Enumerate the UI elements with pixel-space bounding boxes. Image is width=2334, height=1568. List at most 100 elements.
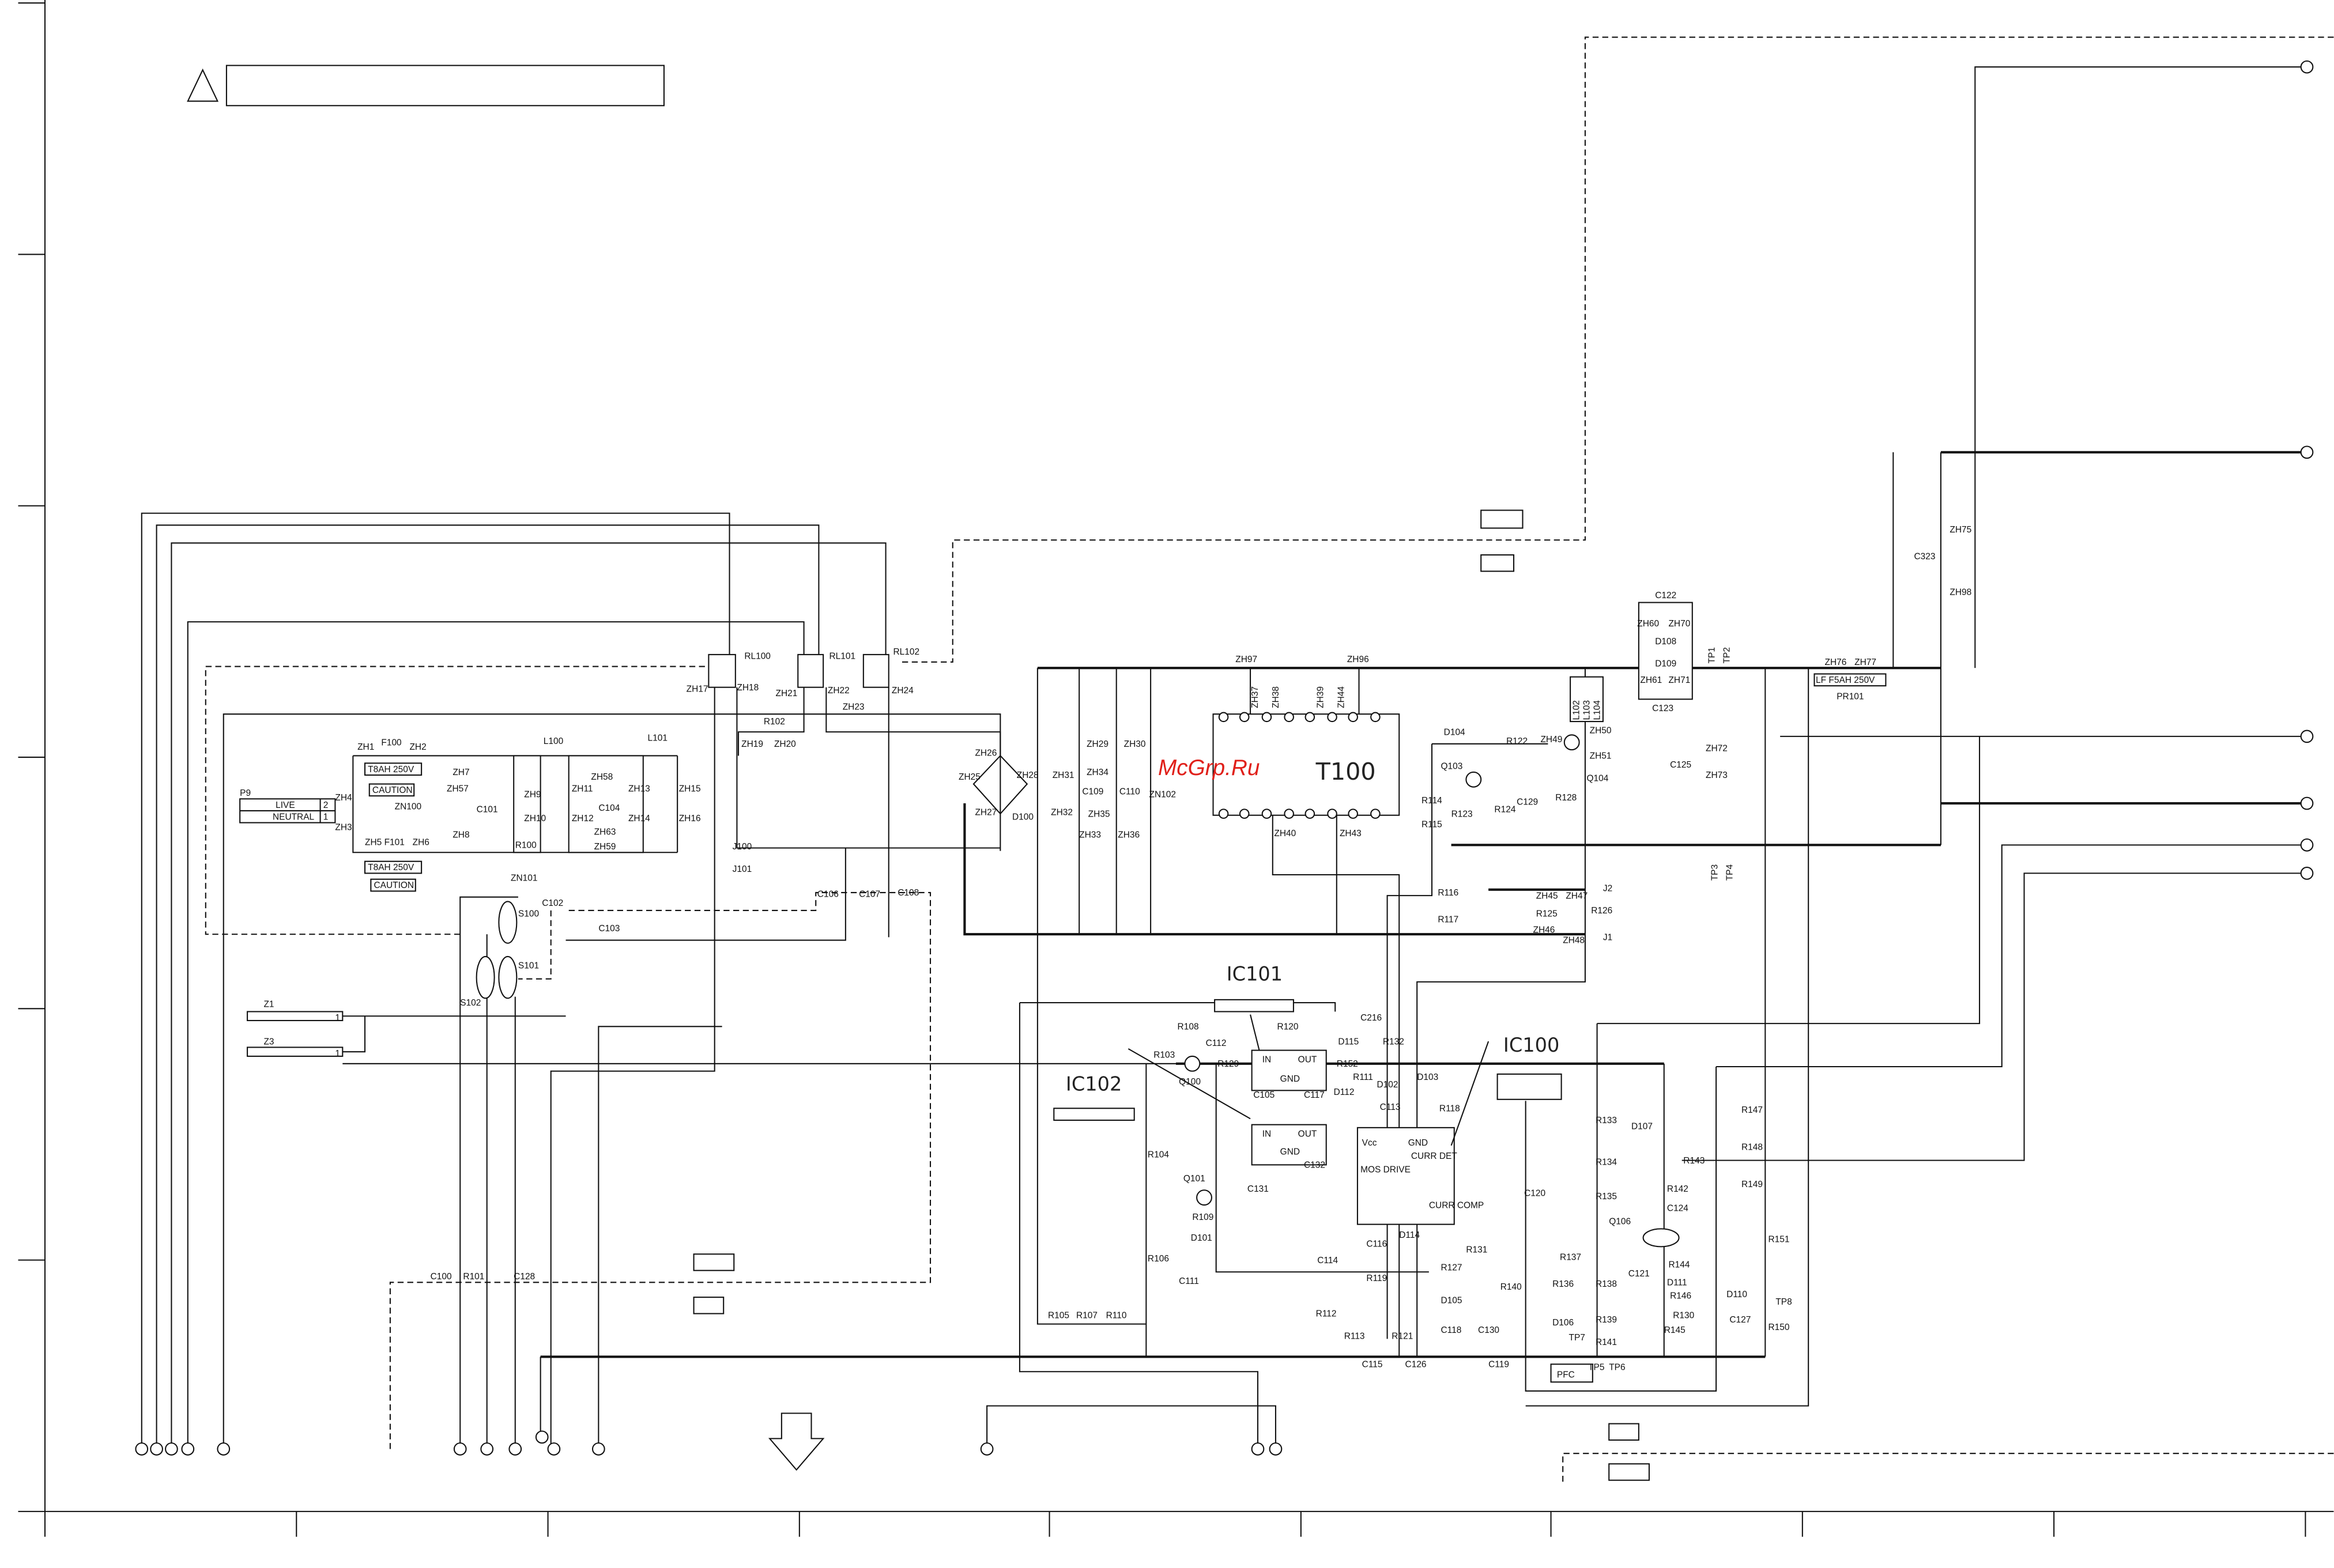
label-d115: D115 xyxy=(1338,1037,1359,1046)
terminal xyxy=(217,1442,231,1456)
label-l104: L104 xyxy=(1593,700,1602,720)
label-lf: LF F5AH 250V xyxy=(1816,675,1875,685)
label-d108: D108 xyxy=(1655,637,1676,647)
label-pfc: PFC xyxy=(1557,1370,1575,1380)
surge-s102 xyxy=(476,955,495,999)
label-zh71: ZH71 xyxy=(1668,675,1690,685)
label-caution-2: CAUTION xyxy=(374,881,414,890)
label-c116: C116 xyxy=(1366,1239,1387,1249)
label-r142: R142 xyxy=(1667,1184,1688,1194)
label-r103: R103 xyxy=(1153,1051,1175,1060)
diode-block-d108-d109 xyxy=(1638,602,1693,700)
terminal xyxy=(2300,838,2314,852)
label-d110: D110 xyxy=(1726,1290,1747,1299)
label-neutral: NEUTRAL xyxy=(273,812,315,822)
label-zn101: ZN101 xyxy=(511,873,537,883)
label-c117: C117 xyxy=(1304,1090,1325,1100)
terminal xyxy=(591,1442,605,1456)
frame-ruler xyxy=(18,0,2334,1537)
label-c118: C118 xyxy=(1441,1325,1462,1335)
transistor-q103 xyxy=(1465,771,1482,788)
ic102-label: IC102 xyxy=(1066,1072,1122,1095)
label-curr-det: CURR DET xyxy=(1411,1151,1457,1161)
ic101-empty-box xyxy=(1214,999,1294,1012)
label-c101: C101 xyxy=(477,805,498,815)
label-r101: R101 xyxy=(463,1272,484,1282)
label-zh5: ZH5 xyxy=(365,837,382,847)
label-c120: C120 xyxy=(1524,1189,1545,1199)
label-r149: R149 xyxy=(1741,1180,1763,1189)
label-d102: D102 xyxy=(1377,1080,1398,1090)
label-tp5: TP5 xyxy=(1588,1363,1604,1373)
board-boundaries xyxy=(205,36,2334,1483)
empty-box-6 xyxy=(1608,1463,1650,1481)
label-c119: C119 xyxy=(1488,1359,1509,1369)
label-c103: C103 xyxy=(598,924,620,934)
label-r140: R140 xyxy=(1500,1282,1522,1292)
label-r134: R134 xyxy=(1596,1157,1617,1167)
label-zh31: ZH31 xyxy=(1053,770,1074,780)
label-mos-drive: MOS DRIVE xyxy=(1360,1165,1411,1174)
label-zh7: ZH7 xyxy=(453,768,469,777)
label-zh30: ZH30 xyxy=(1124,739,1146,749)
terminal xyxy=(980,1442,994,1456)
label-zh1: ZH1 xyxy=(357,742,374,752)
label-caution-1: CAUTION xyxy=(372,785,413,795)
label-z1pin: 1 xyxy=(335,1013,340,1023)
label-zh40: ZH40 xyxy=(1274,829,1296,838)
label-c128: C128 xyxy=(514,1272,535,1282)
label-r104: R104 xyxy=(1148,1150,1169,1159)
label-zh6: ZH6 xyxy=(413,837,429,847)
label-r119: R119 xyxy=(1366,1274,1387,1283)
transistor-q106 xyxy=(1642,1228,1680,1248)
label-d114: D114 xyxy=(1399,1230,1420,1240)
label-r114: R114 xyxy=(1421,796,1442,806)
terminal xyxy=(2300,796,2314,810)
terminal xyxy=(1251,1442,1265,1456)
label-r141: R141 xyxy=(1596,1337,1617,1347)
t100-label: T100 xyxy=(1315,758,1376,785)
label-zh29: ZH29 xyxy=(1087,739,1108,749)
label-zh49: ZH49 xyxy=(1540,735,1562,745)
label-r121: R121 xyxy=(1392,1331,1413,1341)
label-zh98: ZH98 xyxy=(1950,588,1971,598)
label-zh18: ZH18 xyxy=(737,683,759,693)
label-zh72: ZH72 xyxy=(1706,744,1728,754)
surge-s101 xyxy=(498,955,518,999)
label-c122: C122 xyxy=(1655,591,1676,600)
label-zh73: ZH73 xyxy=(1706,770,1728,780)
empty-box-1 xyxy=(1480,509,1524,529)
label-zh76: ZH76 xyxy=(1825,658,1847,667)
warning-triangle-icon xyxy=(187,68,219,102)
label-zh11: ZH11 xyxy=(572,784,593,794)
label-ic102-gnd: GND xyxy=(1280,1147,1300,1157)
label-c109: C109 xyxy=(1082,787,1103,797)
label-ic101-out: OUT xyxy=(1298,1055,1317,1064)
label-tp4: TP4 xyxy=(1725,864,1735,881)
label-q103: Q103 xyxy=(1441,762,1463,772)
label-zh46: ZH46 xyxy=(1533,925,1555,935)
label-d100: D100 xyxy=(1012,812,1034,822)
ic102-empty-box xyxy=(1053,1108,1135,1121)
label-zh10: ZH10 xyxy=(524,814,546,823)
label-c132: C132 xyxy=(1304,1161,1325,1170)
label-zh33: ZH33 xyxy=(1079,830,1101,840)
empty-box-5 xyxy=(1608,1423,1639,1441)
label-zh75: ZH75 xyxy=(1950,525,1971,535)
label-zh25: ZH25 xyxy=(959,772,981,782)
label-zh26: ZH26 xyxy=(975,748,997,758)
label-d101: D101 xyxy=(1191,1233,1212,1243)
label-c107: C107 xyxy=(859,890,880,900)
label-j101: J101 xyxy=(733,864,752,874)
label-zh57: ZH57 xyxy=(447,784,469,794)
label-c216: C216 xyxy=(1360,1013,1382,1023)
label-tp7: TP7 xyxy=(1569,1333,1585,1343)
terminal xyxy=(480,1442,494,1456)
label-zh16: ZH16 xyxy=(679,814,701,823)
label-zh51: ZH51 xyxy=(1590,751,1612,761)
label-zh4: ZH4 xyxy=(335,793,352,803)
label-d103: D103 xyxy=(1417,1072,1438,1082)
terminal xyxy=(150,1442,163,1456)
label-zh21: ZH21 xyxy=(776,689,798,698)
label-c124: C124 xyxy=(1667,1203,1688,1213)
